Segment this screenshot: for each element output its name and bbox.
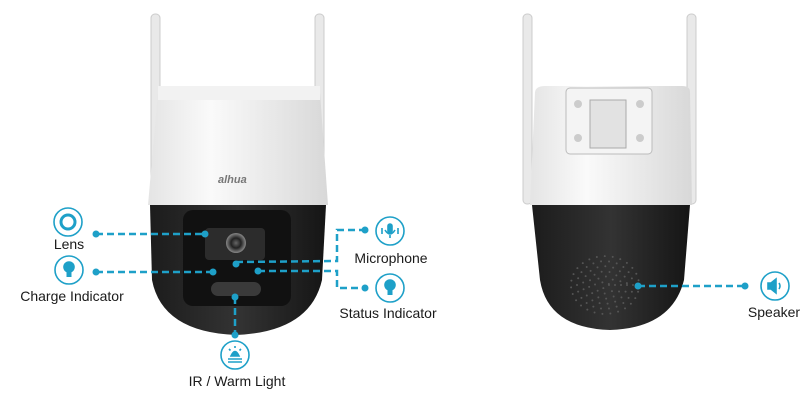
ir-light-bar: [211, 282, 261, 296]
lens-icon: [53, 207, 83, 237]
speaker-icon: [760, 271, 790, 301]
ir-warm-light-label: IR / Warm Light: [188, 373, 286, 389]
rear-camera: [522, 13, 697, 330]
microphone-icon: [375, 216, 405, 246]
speaker-label: Speaker: [747, 304, 801, 320]
callout-lines: [96, 228, 745, 335]
callout-dots: [92, 226, 749, 339]
charge-indicator-label: Charge Indicator: [20, 288, 124, 304]
bulb-icon: [54, 255, 84, 285]
lens-label: Lens: [53, 236, 85, 252]
camera-body: [148, 86, 328, 205]
camera-lens: [226, 233, 246, 253]
microphone-label: Microphone: [354, 250, 428, 266]
light-icon: [220, 340, 250, 370]
microphone-line: [235, 228, 365, 264]
bulb-icon: [375, 273, 405, 303]
front-camera: alhua: [148, 13, 328, 335]
speaker-grille: [570, 255, 640, 315]
status-line: [258, 269, 365, 290]
brand-logo: alhua: [218, 174, 247, 186]
status-indicator-label: Status Indicator: [339, 305, 437, 321]
